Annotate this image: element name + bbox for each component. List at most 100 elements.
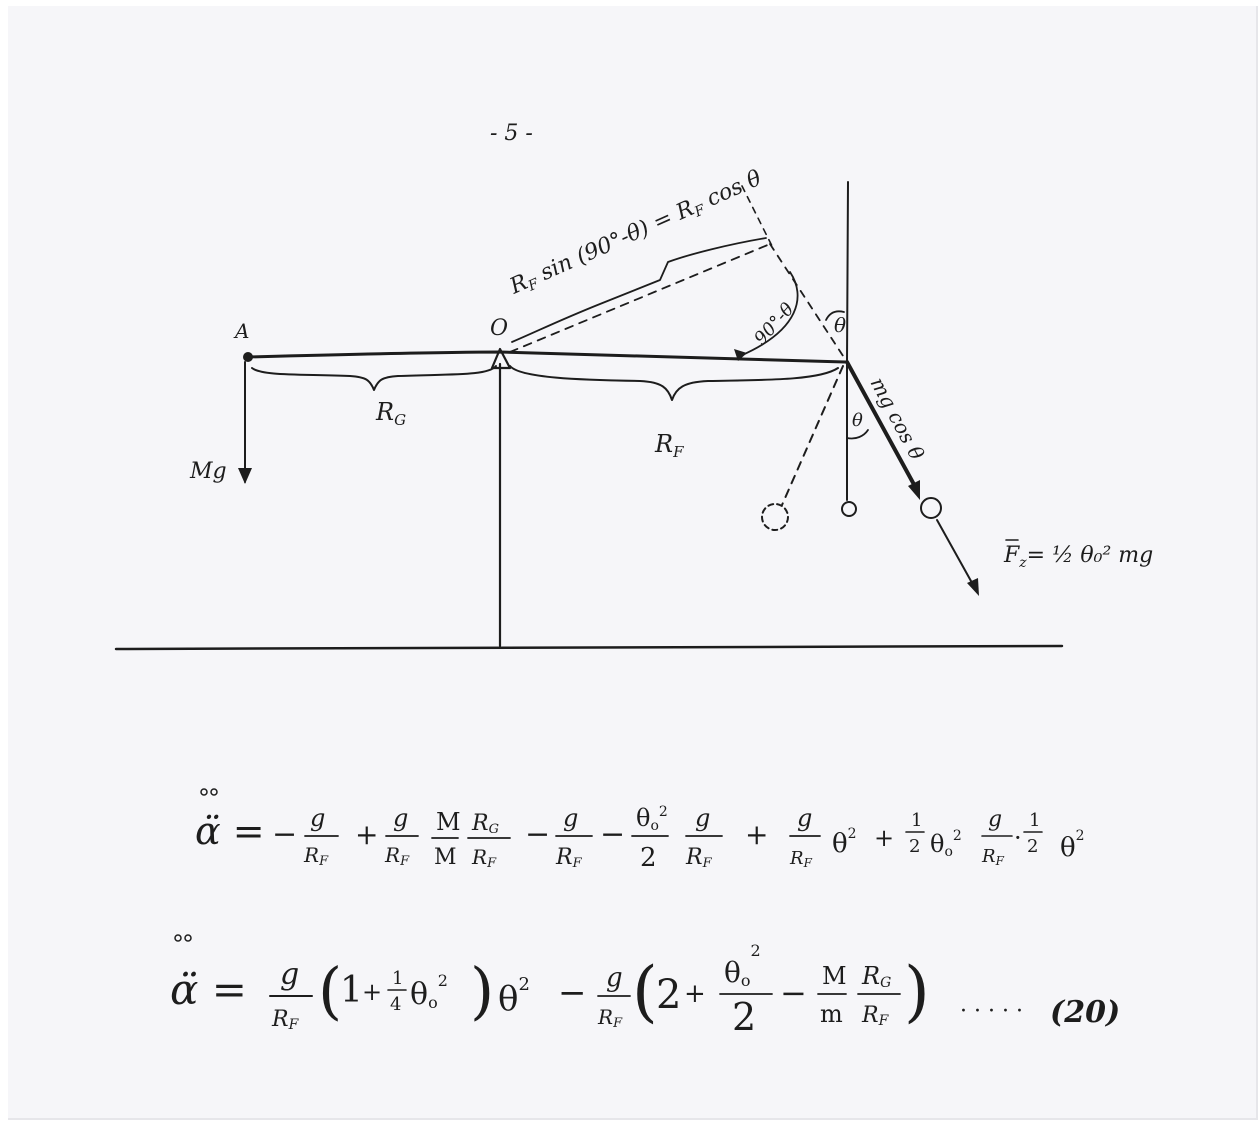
svg-text:M: M — [434, 845, 457, 870]
svg-text:RF: RF — [471, 845, 497, 871]
pivot-triangle — [490, 347, 512, 370]
svg-text:−: − — [780, 974, 807, 1012]
svg-text:θo2: θo2 — [636, 804, 668, 834]
svg-text:θ2: θ2 — [498, 974, 530, 1019]
svg-text:RF: RF — [981, 846, 1005, 868]
svg-text:θ2: θ2 — [832, 826, 857, 859]
eq2-overdot-right — [184, 934, 192, 942]
svg-text:1: 1 — [340, 970, 363, 1011]
theta-lower-label: θ — [852, 410, 863, 431]
equation-2: α̈ = g RF ( 1 + 1 4 θo2 ) θ2 − g RF ( 2 … — [170, 941, 1120, 1039]
svg-text:θo2: θo2 — [410, 971, 448, 1012]
theta-arc-lower — [846, 429, 869, 440]
eq2-overdot-left — [174, 934, 182, 942]
pendulum-bob-deflected — [920, 497, 942, 519]
svg-text:+: + — [874, 824, 894, 852]
svg-text:+: + — [745, 818, 768, 851]
vertical-reference-line — [846, 181, 849, 363]
svg-text:+: + — [355, 818, 378, 851]
svg-text:g: g — [310, 804, 325, 832]
svg-text:): ) — [470, 954, 494, 1027]
svg-text:g: g — [988, 807, 1002, 832]
lever-arm-label: RF sin (90°-θ) = RF cos θ — [505, 166, 766, 302]
svg-text:+: + — [362, 978, 382, 1006]
rf-label: RF — [654, 430, 684, 461]
svg-text:M: M — [822, 962, 847, 990]
svg-text:θo2: θo2 — [724, 941, 761, 990]
svg-text:RF: RF — [303, 843, 329, 869]
svg-text:2: 2 — [732, 995, 756, 1039]
svg-text:+: + — [684, 979, 706, 1009]
equation-number: (20) — [1050, 995, 1120, 1030]
svg-text:1: 1 — [1029, 810, 1040, 831]
svg-text:2: 2 — [640, 843, 657, 873]
eq1-overdot-right — [210, 788, 218, 796]
svg-text:g: g — [280, 957, 299, 992]
svg-text:g: g — [797, 804, 812, 832]
svg-text:2: 2 — [909, 836, 920, 857]
svg-text:4: 4 — [390, 994, 401, 1015]
rg-brace — [251, 365, 497, 391]
lever-arm-dashed — [509, 243, 771, 353]
lever-arm-brace — [511, 237, 767, 343]
svg-text:RF: RF — [271, 1007, 300, 1033]
svg-text:m: m — [820, 1000, 843, 1028]
svg-text:RF: RF — [685, 845, 713, 871]
svg-text:RF: RF — [384, 843, 410, 869]
mg-label: Mg — [189, 459, 227, 484]
svg-text:g: g — [393, 804, 408, 832]
svg-text:· · · · ·: · · · · · — [960, 999, 1023, 1024]
point-a-dot — [243, 352, 253, 362]
angle-90-arc — [739, 271, 799, 357]
svg-text:RF: RF — [789, 848, 813, 870]
svg-text:M: M — [436, 808, 461, 836]
svg-text:1: 1 — [392, 968, 403, 989]
pivot-label: O — [490, 316, 508, 341]
svg-text:θo2: θo2 — [930, 828, 962, 860]
svg-text:2: 2 — [1027, 836, 1038, 857]
mgcos-arrowhead — [908, 480, 920, 500]
svg-text:·: · — [1014, 824, 1022, 852]
svg-text:(: ( — [632, 953, 658, 1030]
ground-line — [114, 644, 1064, 651]
svg-text:g: g — [606, 963, 623, 993]
svg-text:(: ( — [318, 954, 342, 1027]
svg-text:−: − — [600, 817, 625, 852]
svg-text:RF: RF — [555, 845, 583, 871]
lever-beam — [245, 350, 847, 364]
rg-label: RG — [375, 398, 406, 429]
svg-text:θ2: θ2 — [1060, 828, 1085, 863]
svg-text:RF: RF — [861, 1003, 890, 1029]
pendulum-bob-rest — [841, 501, 857, 517]
angle-90-arrowhead — [734, 349, 747, 361]
svg-text:1: 1 — [911, 810, 922, 831]
svg-text:): ) — [904, 953, 930, 1030]
svg-text:RF: RF — [597, 1005, 623, 1031]
point-a-label: A — [233, 319, 249, 343]
svg-text:−: − — [525, 817, 550, 852]
equation-1: α̈ = − g RF + g RF M M RG RF − g RF − θo… — [195, 804, 1085, 873]
svg-text:−: − — [558, 973, 587, 1013]
svg-text:2: 2 — [656, 972, 681, 1018]
perpendicular-dashed — [769, 243, 848, 363]
eq2-lhs: α̈ = — [170, 965, 247, 1014]
paper-sheet — [8, 6, 1258, 1120]
angle-90-label: 90°-θ — [750, 299, 798, 349]
pendulum-deflected-string — [845, 360, 919, 492]
theta-arc-upper — [825, 310, 845, 321]
svg-text:g: g — [563, 804, 578, 832]
eq1-lhs: α̈ = — [195, 809, 265, 853]
pendulum-bob-swung — [761, 503, 789, 531]
fz-label: Fz= ½ θ₀² mg — [1003, 543, 1153, 571]
fz-arrow — [936, 519, 977, 591]
eq1-overdot-left — [200, 788, 208, 796]
fz-arrowhead — [967, 578, 979, 596]
svg-text:RG: RG — [471, 811, 499, 837]
rf-brace — [509, 365, 839, 401]
theta-upper-label: θ — [834, 313, 846, 337]
svg-text:−: − — [272, 817, 297, 852]
pendulum-swing-dashed — [781, 365, 844, 506]
mg-arrowhead — [238, 468, 252, 484]
page-number: - 5 - — [490, 121, 533, 146]
